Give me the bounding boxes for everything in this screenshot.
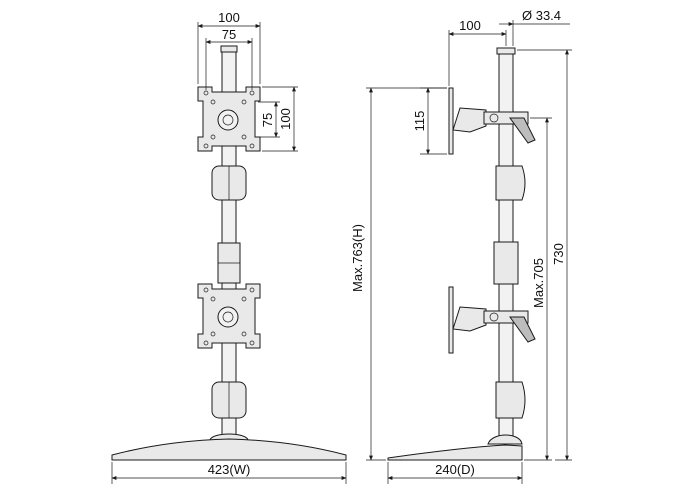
label-vesa-outer-width: 100	[218, 10, 240, 25]
dim-vesa-inner-height: 75	[258, 101, 280, 138]
dim-pole-diameter: Ø 33.4	[499, 8, 570, 46]
label-max-height: Max.763(H)	[350, 224, 365, 292]
front-pole-cap	[220, 45, 238, 53]
lower-vesa-plate	[197, 283, 261, 349]
dim-plate-height: 115	[412, 87, 447, 155]
dim-pole-height: 730	[517, 49, 572, 461]
front-base	[111, 433, 347, 461]
upper-clamp-side	[495, 165, 526, 201]
dim-max-mount-height: Max.705	[524, 117, 552, 461]
dim-vesa-outer-height: 100	[262, 86, 298, 152]
middle-collar-side	[493, 241, 519, 285]
upper-arm-side	[452, 107, 536, 144]
side-view: 100 Ø 33.4 115 Max.763(H) Max.70	[350, 8, 572, 484]
upper-clamp	[211, 165, 247, 201]
label-pole-height: 730	[551, 243, 566, 265]
dim-base-depth: 240(D)	[387, 462, 523, 484]
label-base-depth: 240(D)	[435, 462, 475, 477]
label-arm-offset: 100	[459, 18, 481, 33]
side-pole-cap	[496, 47, 516, 55]
label-plate-height: 115	[412, 111, 427, 132]
dim-base-width: 423(W)	[111, 462, 347, 484]
label-max-mount-height: Max.705	[531, 258, 546, 308]
upper-plate-side	[448, 87, 454, 155]
front-view: 100 75 75 100 423(W)	[111, 10, 347, 484]
lower-plate-side	[448, 286, 454, 354]
label-base-width: 423(W)	[208, 462, 251, 477]
lower-clamp-side	[495, 381, 526, 419]
dim-vesa-inner-width: 75	[205, 27, 253, 90]
label-vesa-outer-height: 100	[278, 108, 293, 130]
label-vesa-inner-height: 75	[260, 113, 275, 127]
dim-max-height: Max.763(H)	[350, 87, 447, 461]
lower-clamp	[211, 381, 247, 419]
side-base	[387, 434, 523, 461]
upper-vesa-plate	[197, 86, 261, 152]
dim-vesa-outer-width: 100	[197, 10, 261, 84]
label-pole-diameter: Ø 33.4	[522, 8, 561, 23]
label-vesa-inner-width: 75	[222, 27, 236, 42]
dim-arm-offset: 100	[448, 18, 507, 86]
lower-arm-side	[452, 306, 536, 343]
